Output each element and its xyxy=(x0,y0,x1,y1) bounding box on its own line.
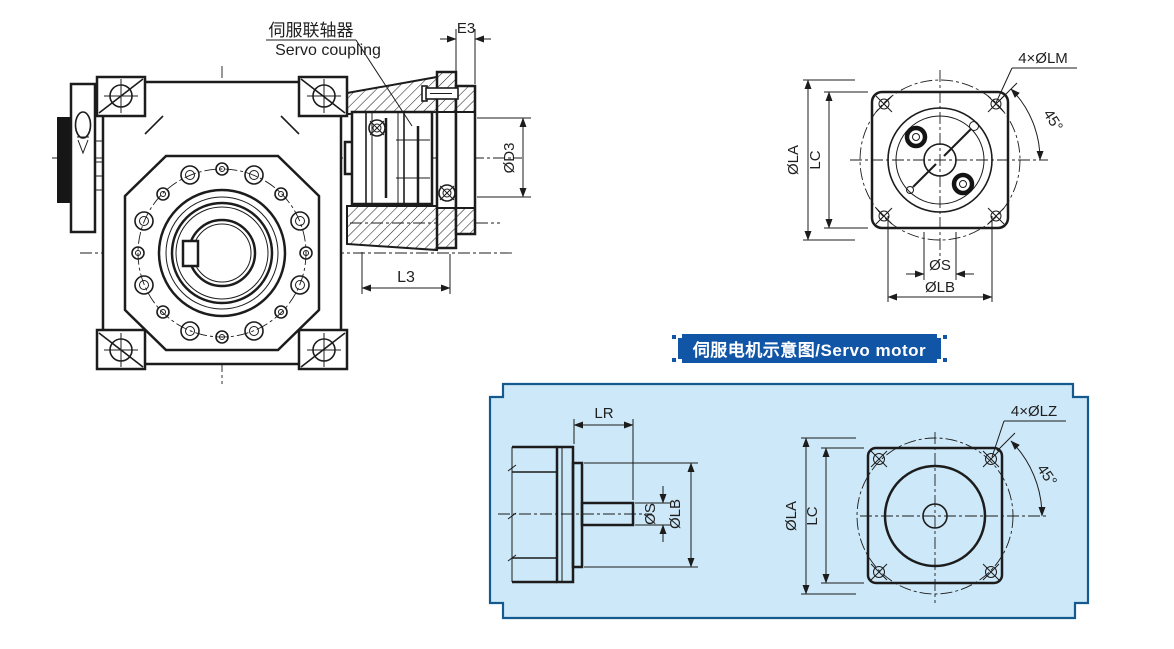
dim-lc-motor: LC xyxy=(804,447,864,584)
label-la-motor: ØLA xyxy=(783,501,800,531)
motor-shaft-hole xyxy=(922,503,948,529)
label-d3: ØD3 xyxy=(501,143,518,174)
adapter-flange-view: ØLA LC ØS ØLB 4×ØLM 45 xyxy=(785,50,1077,302)
shaft-hub xyxy=(923,143,957,177)
connector-plate xyxy=(69,82,97,234)
servo-motor-badge: 伺服电机示意图/Servo motor xyxy=(672,333,947,364)
dim-e3: E3 xyxy=(440,20,491,84)
badge-corner-notch xyxy=(677,333,682,338)
callout-leader xyxy=(355,39,413,127)
motor-pilot-circle xyxy=(883,464,987,568)
dim-s-top: ØS xyxy=(906,232,974,280)
label-lb-top: ØLB xyxy=(925,279,955,296)
connector-block xyxy=(57,117,70,203)
label-holes-top: 4×ØLM xyxy=(1018,50,1068,67)
badge-corner-notch xyxy=(937,333,942,338)
flange-ring-outer xyxy=(157,188,287,318)
clamp-lever xyxy=(906,121,979,194)
badge-corner-nub xyxy=(943,358,947,362)
coupling-section-view xyxy=(343,70,500,252)
dim-lb-top: ØLB xyxy=(887,216,993,302)
servo-motor-panel: LR ØS ØLB xyxy=(488,382,1090,620)
label-lr: LR xyxy=(594,405,613,422)
coupling-callout-en: Servo coupling xyxy=(275,42,381,59)
badge-corner-nub xyxy=(672,358,676,362)
mounting-tabs xyxy=(95,75,349,371)
coupling-callout: 伺服联轴器 Servo coupling xyxy=(266,21,413,127)
label-s-side: ØS xyxy=(642,503,659,525)
dim-l3: L3 xyxy=(361,252,451,294)
dim-lr: LR xyxy=(573,405,634,500)
flange-square xyxy=(870,90,1010,230)
label-s-top: ØS xyxy=(929,257,951,274)
motor-shaft xyxy=(580,501,635,527)
motor-side-view: LR ØS ØLB xyxy=(498,405,698,584)
dim-holes-motor: 4×ØLZ xyxy=(991,403,1066,458)
dim-holes-top: 4×ØLM xyxy=(994,50,1077,106)
bell-housing-bottom xyxy=(346,205,438,252)
flange-bolts xyxy=(131,162,313,344)
pilot-ring xyxy=(170,201,274,305)
coupling-clamp-screws xyxy=(368,119,456,202)
label-l3: L3 xyxy=(397,269,415,286)
badge-corner-notch xyxy=(677,359,682,364)
dim-la-top: ØLA xyxy=(785,79,855,241)
dim-lc-top: LC xyxy=(807,91,868,229)
badge-corner-nub xyxy=(943,335,947,339)
label-lc-top: LC xyxy=(807,150,824,169)
left-connector xyxy=(57,82,104,234)
badge-corner-notch xyxy=(937,359,942,364)
dim-lb-side: ØLB xyxy=(584,462,698,568)
connector-slot xyxy=(74,111,92,139)
output-flange-octagon xyxy=(123,154,321,352)
dim-la-motor: ØLA xyxy=(783,437,856,595)
bolt-circle xyxy=(137,168,307,338)
dim-s-side: ØS xyxy=(635,486,671,542)
label-la-top: ØLA xyxy=(785,145,802,175)
keyway xyxy=(181,239,200,268)
servo-motor-badge-label: 伺服电机示意图/Servo motor xyxy=(692,341,927,360)
motor-corner-holes xyxy=(870,450,1000,581)
panel-background xyxy=(488,382,1090,620)
gearbox-front-view xyxy=(52,66,522,384)
label-lc-motor: LC xyxy=(804,506,821,525)
dim-d3: ØD3 xyxy=(477,117,531,198)
badge-corner-nub xyxy=(672,335,676,339)
label-holes-motor: 4×ØLZ xyxy=(1011,403,1057,420)
label-lb-side: ØLB xyxy=(667,499,684,529)
label-angle-top: 45° xyxy=(1039,106,1066,134)
flange-corner-holes xyxy=(875,95,1005,225)
clamp-screw-heads xyxy=(904,125,975,196)
flange-pilot xyxy=(887,107,993,213)
motor-flange-square xyxy=(866,446,1004,585)
coupling-callout-zh: 伺服联轴器 xyxy=(269,21,354,40)
servo-coupling-body xyxy=(350,110,434,206)
label-e3: E3 xyxy=(457,20,475,37)
